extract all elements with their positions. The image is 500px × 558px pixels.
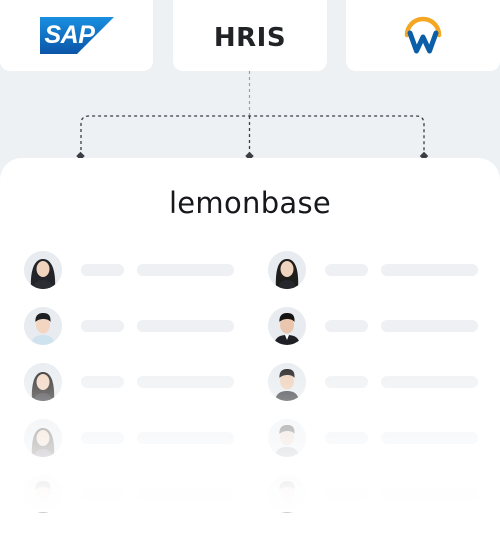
placeholder-bar [381, 488, 478, 500]
placeholder-bar [81, 320, 124, 332]
sap-logo-text: SAP [44, 21, 95, 49]
list-item [268, 419, 478, 457]
placeholder-bar [325, 264, 368, 276]
list-item [24, 251, 234, 289]
placeholder-bar [381, 264, 478, 276]
placeholder-bar [381, 320, 478, 332]
avatar-woman-icon [24, 363, 62, 401]
placeholder-bar [325, 488, 368, 500]
list-item [268, 475, 478, 513]
avatar-man-icon [268, 363, 306, 401]
placeholder-bar [325, 320, 368, 332]
hris-tile: HRIS [173, 0, 327, 71]
avatar-person-icon [268, 475, 306, 513]
list-item [24, 419, 234, 457]
placeholder-bar [137, 264, 234, 276]
avatar-man-icon [268, 307, 306, 345]
placeholder-bar [81, 488, 124, 500]
placeholder-bar [81, 376, 124, 388]
sap-logo-icon: SAP [39, 17, 114, 54]
placeholder-bar [81, 264, 124, 276]
placeholder-bar [381, 432, 478, 444]
placeholder-bar [137, 488, 234, 500]
list-item [268, 363, 478, 401]
placeholder-bar [137, 432, 234, 444]
workday-tile [346, 0, 500, 71]
list-item [268, 251, 478, 289]
placeholder-bar [137, 376, 234, 388]
list-item [24, 363, 234, 401]
placeholder-bar [381, 376, 478, 388]
placeholder-bar [325, 432, 368, 444]
list-item [268, 307, 478, 345]
hris-label: HRIS [213, 22, 287, 53]
list-item [24, 307, 234, 345]
sap-tile: SAP [0, 0, 153, 71]
placeholder-bar [81, 432, 124, 444]
card-title: lemonbase [168, 186, 332, 220]
avatar-woman-icon [24, 419, 62, 457]
placeholder-bar [137, 320, 234, 332]
avatar-man-icon [268, 419, 306, 457]
avatar-woman-icon [24, 251, 62, 289]
workday-logo-icon [404, 16, 442, 53]
integration-connector [76, 71, 429, 161]
list-item [24, 475, 234, 513]
avatar-man-icon [24, 307, 62, 345]
avatar-person-icon [24, 475, 62, 513]
placeholder-bar [325, 376, 368, 388]
avatar-woman-icon [268, 251, 306, 289]
